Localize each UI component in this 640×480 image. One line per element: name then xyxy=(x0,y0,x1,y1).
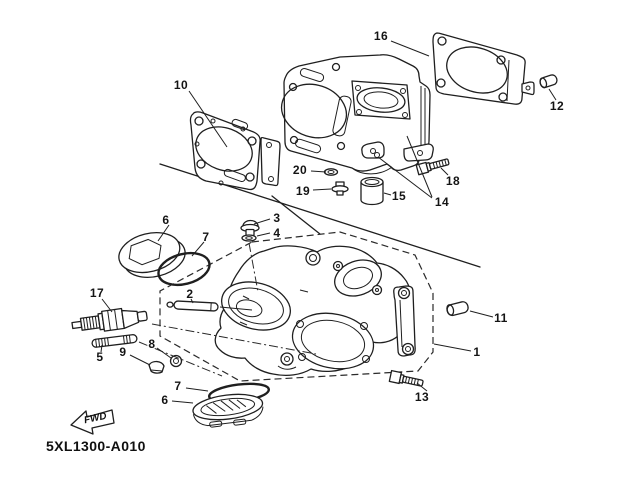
part-label-19: 19 xyxy=(295,184,311,198)
dowel-pin-12-drawing xyxy=(539,74,558,89)
leader-lines xyxy=(100,40,557,404)
part-label-2: 2 xyxy=(186,287,194,301)
stud-bolt-drawing xyxy=(91,334,138,348)
bolt-13-drawing xyxy=(388,369,424,387)
bolt-19-drawing xyxy=(331,181,349,196)
drawing-part-code: 5XL1300-A010 xyxy=(46,438,146,454)
part-label-20: 20 xyxy=(292,163,308,177)
dowel-pin-11-drawing xyxy=(446,301,469,317)
head-gasket-drawing xyxy=(189,111,281,191)
bushing-15-drawing xyxy=(360,176,384,206)
fwd-arrow-icon xyxy=(70,409,115,435)
part-label-12: 12 xyxy=(549,99,565,113)
part-label-10: 10 xyxy=(173,78,189,92)
base-gasket-drawing xyxy=(432,32,535,105)
part-label-14: 14 xyxy=(434,195,450,209)
assembly-boundary-dashed xyxy=(159,231,434,382)
cylinder-head-drawing xyxy=(214,245,416,376)
cylinder-block-drawing xyxy=(280,54,434,175)
part-label-13: 13 xyxy=(414,390,430,404)
o-ring-7-upper-drawing xyxy=(157,251,211,287)
plug-bolt-3-drawing xyxy=(240,219,260,237)
part-label-7-upper: 7 xyxy=(202,230,210,244)
part-label-11: 11 xyxy=(494,311,508,325)
washer-20-drawing xyxy=(323,168,339,176)
part-label-9: 9 xyxy=(119,345,127,359)
part-label-8: 8 xyxy=(148,337,156,351)
part-label-18: 18 xyxy=(445,174,461,188)
part-label-1: 1 xyxy=(473,345,481,359)
dowel-pin-2-drawing xyxy=(166,300,219,312)
part-label-16: 16 xyxy=(373,29,389,43)
part-label-5: 5 xyxy=(96,350,104,364)
part-label-15: 15 xyxy=(391,189,407,203)
part-label-17: 17 xyxy=(89,286,105,300)
part-label-6-lower: 6 xyxy=(161,393,169,407)
washer-4-drawing xyxy=(241,234,257,242)
spark-plug-drawing xyxy=(71,307,148,332)
part-label-7-lower: 7 xyxy=(174,379,182,393)
cap-nut-9-drawing xyxy=(148,360,165,374)
part-label-4: 4 xyxy=(273,226,281,240)
alignment-centerlines xyxy=(138,242,317,377)
part-label-3: 3 xyxy=(273,211,281,225)
part-label-6-upper: 6 xyxy=(162,213,170,227)
strainer-cover-drawing xyxy=(192,393,264,428)
